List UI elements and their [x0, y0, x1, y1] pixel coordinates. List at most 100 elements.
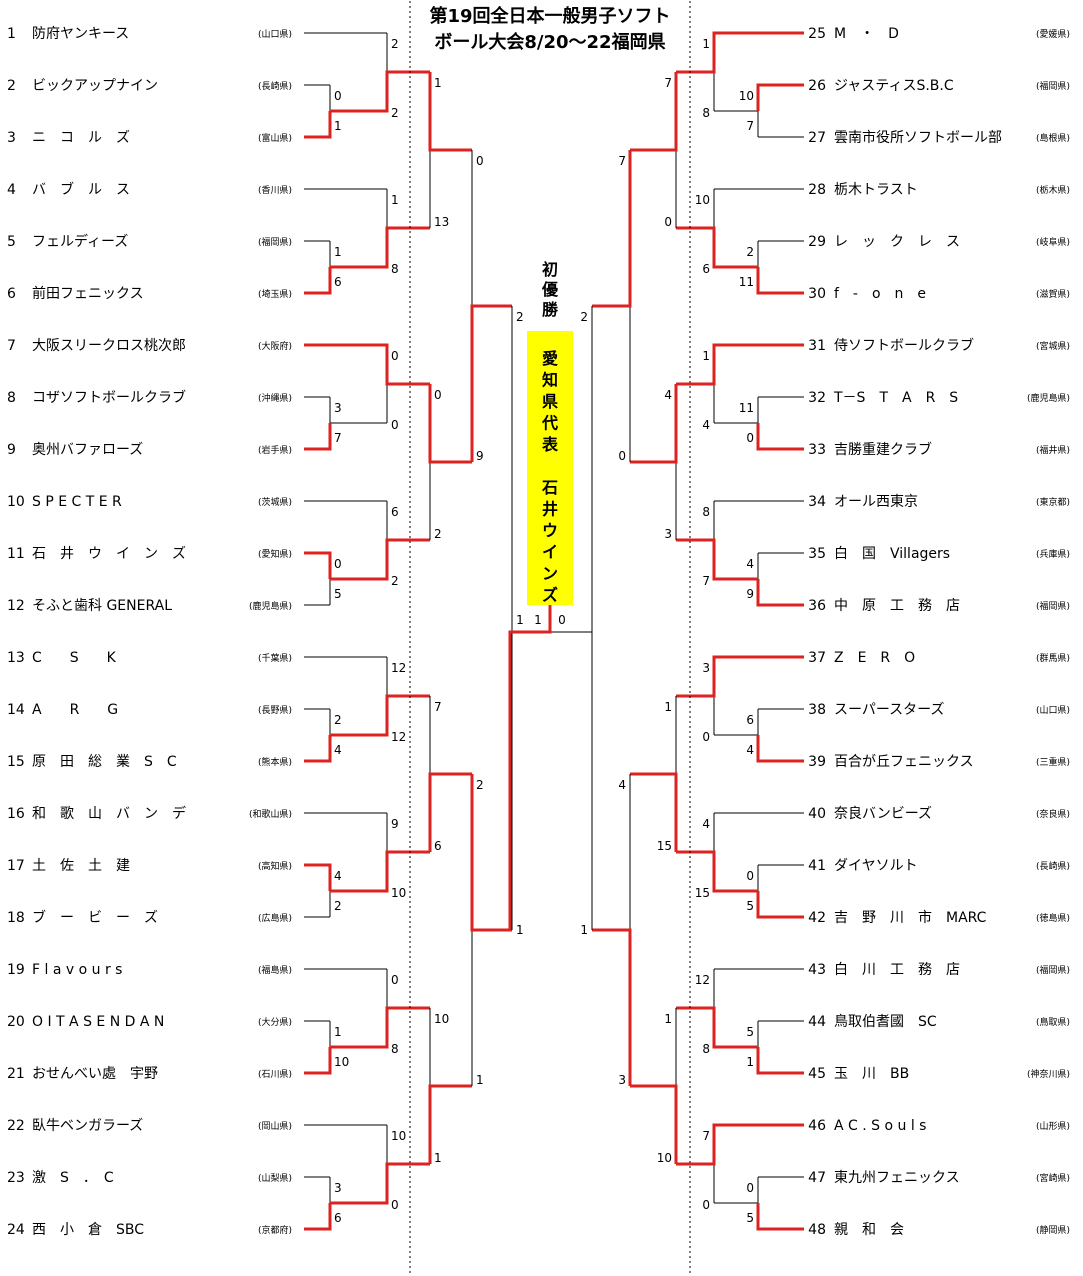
- team-prefecture: (山口県): [1036, 705, 1070, 716]
- winner-path: [428, 384, 472, 464]
- team-name: 臥牛ベンガラーズ: [32, 1118, 143, 1134]
- team-prefecture: (香川県): [258, 185, 292, 196]
- winner-path: [676, 655, 804, 698]
- team-seed: 14: [7, 702, 25, 718]
- score-final: 0: [558, 613, 566, 627]
- score-round2: 3: [702, 661, 710, 675]
- winner-path: [676, 31, 804, 74]
- score-round1: 5: [746, 1211, 754, 1225]
- team-seed: 34: [808, 494, 826, 510]
- score-round2: 0: [391, 973, 399, 987]
- team-prefecture: (福岡県): [258, 236, 292, 248]
- team-seed: 1: [7, 26, 16, 42]
- team-name: 侍ソフトボールクラブ: [834, 337, 974, 354]
- team-name: C S K: [32, 650, 117, 666]
- score-round1: 11: [739, 401, 754, 415]
- score-round1: 1: [746, 1055, 754, 1069]
- team-name: 玉 川 BB: [834, 1066, 909, 1082]
- score-round1: 4: [746, 557, 754, 571]
- winner-path: [428, 772, 472, 852]
- winner-path: [428, 1084, 472, 1164]
- score-round1: 1: [334, 1025, 342, 1039]
- score-round2: 8: [702, 1042, 710, 1056]
- team-seed: 43: [808, 962, 826, 978]
- team-name: 土 佐 土 建: [32, 858, 130, 874]
- score-round2: 4: [702, 418, 710, 432]
- team-prefecture: (島根県): [1036, 132, 1070, 144]
- score-round3: 10: [657, 1151, 672, 1165]
- score-round2: 0: [702, 1198, 710, 1212]
- team-prefecture: (岡山県): [258, 1121, 292, 1132]
- champion-path: [508, 605, 552, 930]
- team-name: 中 原 工 務 店: [834, 598, 960, 614]
- team-name: コザソフトボールクラブ: [32, 389, 186, 406]
- winner-path: [304, 111, 332, 139]
- winner-path: [756, 1047, 804, 1075]
- score-round3: 0: [664, 215, 672, 229]
- team-prefecture: (鳥取県): [1036, 1016, 1070, 1028]
- score-round1: 7: [746, 119, 754, 133]
- team-seed: 6: [7, 286, 16, 302]
- score-round2: 8: [702, 505, 710, 519]
- winner-path: [630, 72, 678, 152]
- team-seed: 29: [808, 234, 826, 250]
- winner-path: [756, 579, 804, 607]
- score-round4: 0: [618, 449, 626, 463]
- score-round1: 9: [746, 587, 754, 601]
- winner-path: [756, 1203, 804, 1231]
- score-round2: 0: [702, 730, 710, 744]
- score-round2: 12: [391, 661, 406, 675]
- team-name: バ ブ ル ス: [32, 181, 130, 198]
- winner-path: [676, 538, 758, 581]
- team-name: 奈良バンビーズ: [834, 806, 932, 822]
- score-round3: 1: [664, 1012, 672, 1026]
- winner-path: [304, 551, 332, 579]
- team-name: A C . S o u l s: [834, 1118, 926, 1134]
- team-name: O I T A S E N D A N: [32, 1014, 164, 1030]
- team-seed: 17: [7, 858, 25, 874]
- winner-path: [756, 423, 804, 451]
- team-seed: 47: [808, 1170, 826, 1186]
- team-prefecture: (高知県): [258, 860, 292, 872]
- score-round3: 0: [434, 388, 442, 402]
- score-round2: 7: [702, 574, 710, 588]
- team-name: レ ッ ク レ ス: [834, 234, 960, 250]
- team-name: ブ ー ビ ー ズ: [32, 909, 158, 926]
- team-seed: 22: [7, 1118, 25, 1134]
- team-seed: 3: [7, 130, 16, 146]
- team-prefecture: (山口県): [258, 29, 292, 40]
- team-seed: 30: [808, 286, 826, 302]
- score-round1: 3: [334, 1181, 342, 1195]
- score-round1: 5: [746, 899, 754, 913]
- score-round1: 10: [334, 1055, 349, 1069]
- team-seed: 20: [7, 1014, 25, 1030]
- score-round1: 4: [746, 743, 754, 757]
- team-seed: 5: [7, 234, 16, 250]
- winner-path: [676, 1123, 804, 1166]
- team-seed: 2: [7, 78, 16, 94]
- score-round4: 0: [476, 154, 484, 168]
- team-prefecture: (和歌山県): [249, 808, 292, 820]
- score-round1: 6: [746, 713, 754, 727]
- score-round1: 7: [334, 431, 342, 445]
- title-line-2: ボール大会8/20～22福岡県: [434, 31, 665, 53]
- score-final: 1: [534, 613, 542, 627]
- team-prefecture: (奈良県): [1036, 808, 1070, 820]
- score-round1: 1: [334, 245, 342, 259]
- team-prefecture: (千葉県): [258, 652, 292, 664]
- score-round3: 6: [434, 839, 442, 853]
- team-prefecture: (神奈川県): [1027, 1068, 1070, 1080]
- team-prefecture: (広島県): [258, 912, 292, 924]
- team-name: そふと歯科 GENERAL: [32, 598, 172, 614]
- team-name: 吉 野 川 市 MARC: [834, 909, 987, 926]
- team-name: Z E R O: [834, 650, 915, 666]
- team-seed: 16: [7, 806, 25, 822]
- winner-path: [304, 735, 332, 763]
- score-round3: 10: [434, 1012, 449, 1026]
- score-round3: 1: [434, 76, 442, 90]
- score-round1: 0: [746, 869, 754, 883]
- team-prefecture: (栃木県): [1036, 184, 1070, 196]
- score-round1: 5: [334, 587, 342, 601]
- score-round1: 0: [334, 89, 342, 103]
- score-round1: 10: [739, 89, 754, 103]
